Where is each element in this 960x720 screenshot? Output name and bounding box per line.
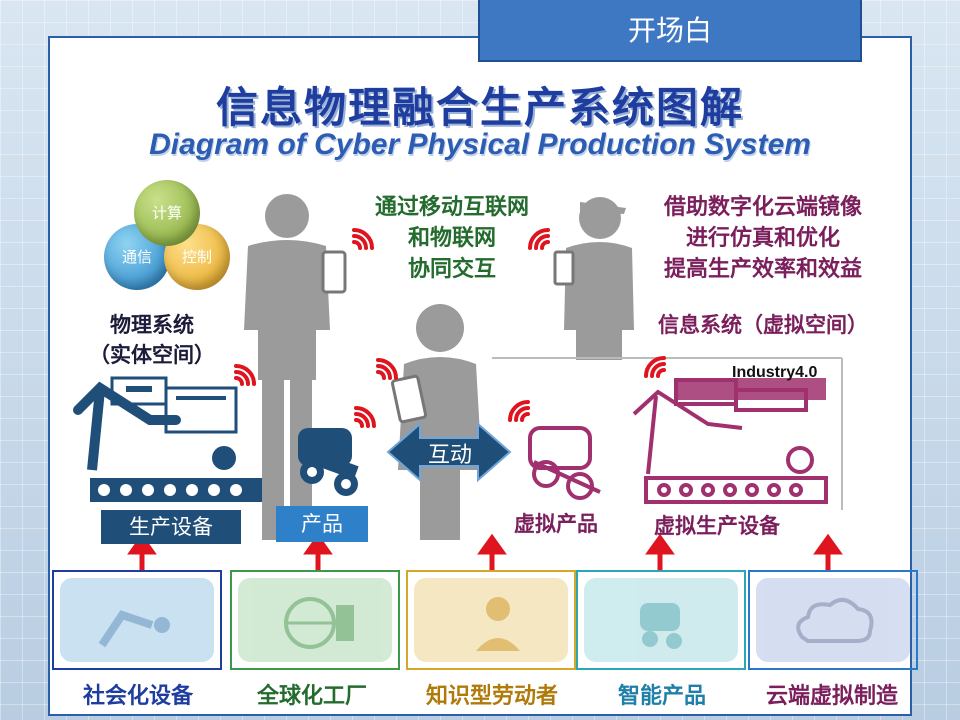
section-tab: 开场白 (478, 0, 862, 62)
physical-system-line1: 物理系统 (110, 313, 194, 337)
interaction-label: 互动 (427, 443, 472, 468)
bottom-label-1-text: 社会化设备 (82, 684, 193, 709)
bottom-label-1: 社会化设备 (48, 678, 228, 710)
product-icon (298, 428, 359, 496)
middle-line3: 协同交互 (407, 257, 496, 282)
card-global-factory (230, 570, 400, 670)
venn-computation: 计算 (134, 180, 200, 246)
tablet-left-icon (321, 250, 347, 294)
worker-icon (414, 578, 568, 662)
middle-line1: 通过移动互联网 (374, 195, 529, 220)
venn-control: 控制 (164, 224, 230, 290)
title-chinese: 信息物理融合生产系统图解 (215, 83, 744, 132)
globe-factory-icon (238, 578, 392, 662)
bottom-label-2-text: 全球化工厂 (256, 684, 367, 709)
card-cloud-manufacturing (748, 570, 918, 670)
virtual-equipment-label: 虚拟生产设备 (654, 514, 780, 538)
physical-system-label: 物理系统 （实体空间） (72, 310, 232, 370)
product-label: 产品 (276, 506, 368, 542)
physical-system-line2: （实体空间） (89, 343, 215, 367)
bottom-label-4: 智能产品 (572, 678, 752, 710)
right-line3: 提高生产效率和效益 (663, 257, 862, 282)
person-center-icon (398, 304, 482, 540)
virtual-product-icon (528, 426, 601, 500)
person-right-icon (564, 197, 634, 360)
equipment-label: 生产设备 (101, 510, 241, 544)
tablet-right-icon (553, 250, 575, 286)
interaction-arrow-icon (386, 421, 512, 483)
right-line1: 借助数字化云端镜像 (663, 195, 862, 220)
bottom-label-2: 全球化工厂 (222, 678, 402, 710)
middle-line2: 和物联网 (407, 226, 496, 251)
wifi-signal-icons (234, 228, 666, 428)
person-left-icon (244, 194, 330, 540)
virtual-product-label: 虚拟产品 (514, 512, 598, 536)
venn-diagram: 通信 控制 计算 (100, 180, 240, 295)
production-equipment-icon (73, 376, 262, 502)
right-line2: 进行仿真和优化 (685, 226, 840, 251)
up-arrow-icons (127, 533, 843, 570)
bottom-label-3: 知识型劳动者 (402, 678, 582, 710)
bottom-label-5-text: 云端虚拟制造 (765, 684, 898, 709)
info-system-label: 信息系统（虚拟空间） (658, 313, 868, 337)
card-knowledge-worker (406, 570, 576, 670)
smart-robot-icon (584, 578, 738, 662)
title-english: Diagram of Cyber Physical Production Sys… (149, 128, 811, 161)
industry-label: Industry4.0 (732, 364, 818, 381)
right-description: 借助数字化云端镜像 进行仿真和优化 提高生产效率和效益 (628, 192, 898, 285)
cloud-icon (756, 578, 910, 662)
card-social-equipment (52, 570, 222, 670)
middle-description: 通过移动互联网 和物联网 协同交互 (352, 192, 552, 285)
bottom-label-4-text: 智能产品 (617, 684, 706, 709)
bottom-label-3-text: 知识型劳动者 (425, 684, 558, 709)
card-smart-product (576, 570, 746, 670)
robot-arm-icon (60, 578, 214, 662)
tablet-center-icon (390, 374, 428, 424)
bottom-label-5: 云端虚拟制造 (742, 678, 922, 710)
